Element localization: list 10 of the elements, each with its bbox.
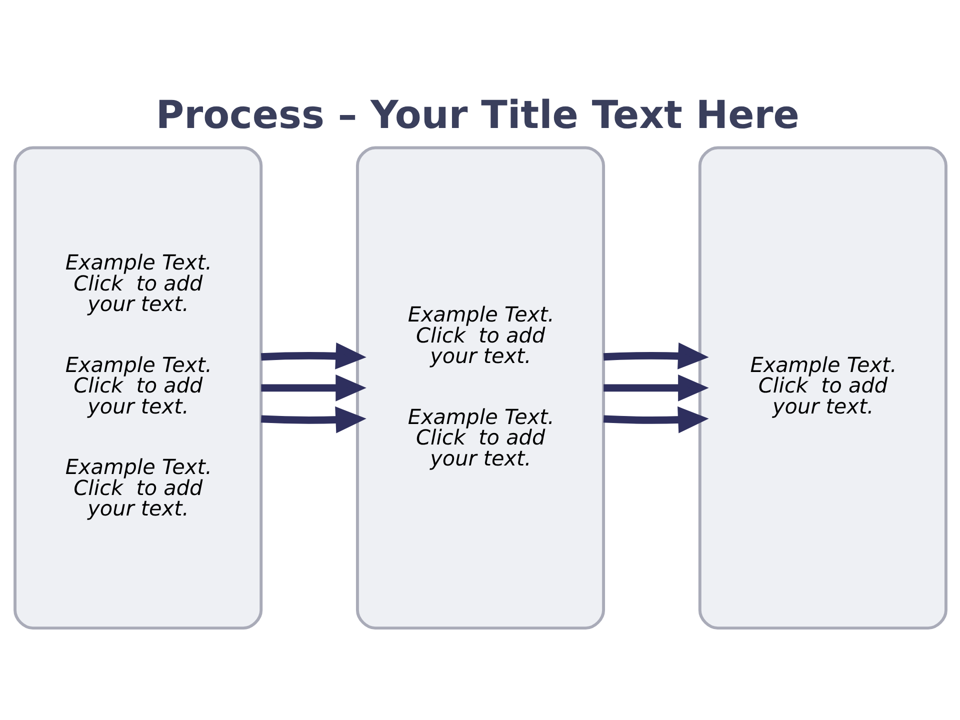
arrow — [260, 406, 366, 433]
arrow — [260, 342, 366, 369]
arrow — [602, 406, 708, 433]
node-box: Example Text. Click to add your text. — [698, 146, 947, 630]
node-box: Example Text. Click to add your text. Example Text. Click to add your text. — [355, 146, 605, 630]
node-box: Example Text. Click to add your text. Example Text. Click to add your text. Example Text. Click to add your text. — [13, 146, 262, 630]
arrow — [260, 374, 366, 401]
arrow — [602, 342, 708, 369]
arrow — [603, 374, 708, 401]
diagram-title: Process – Your Title Text Here — [155, 92, 799, 138]
